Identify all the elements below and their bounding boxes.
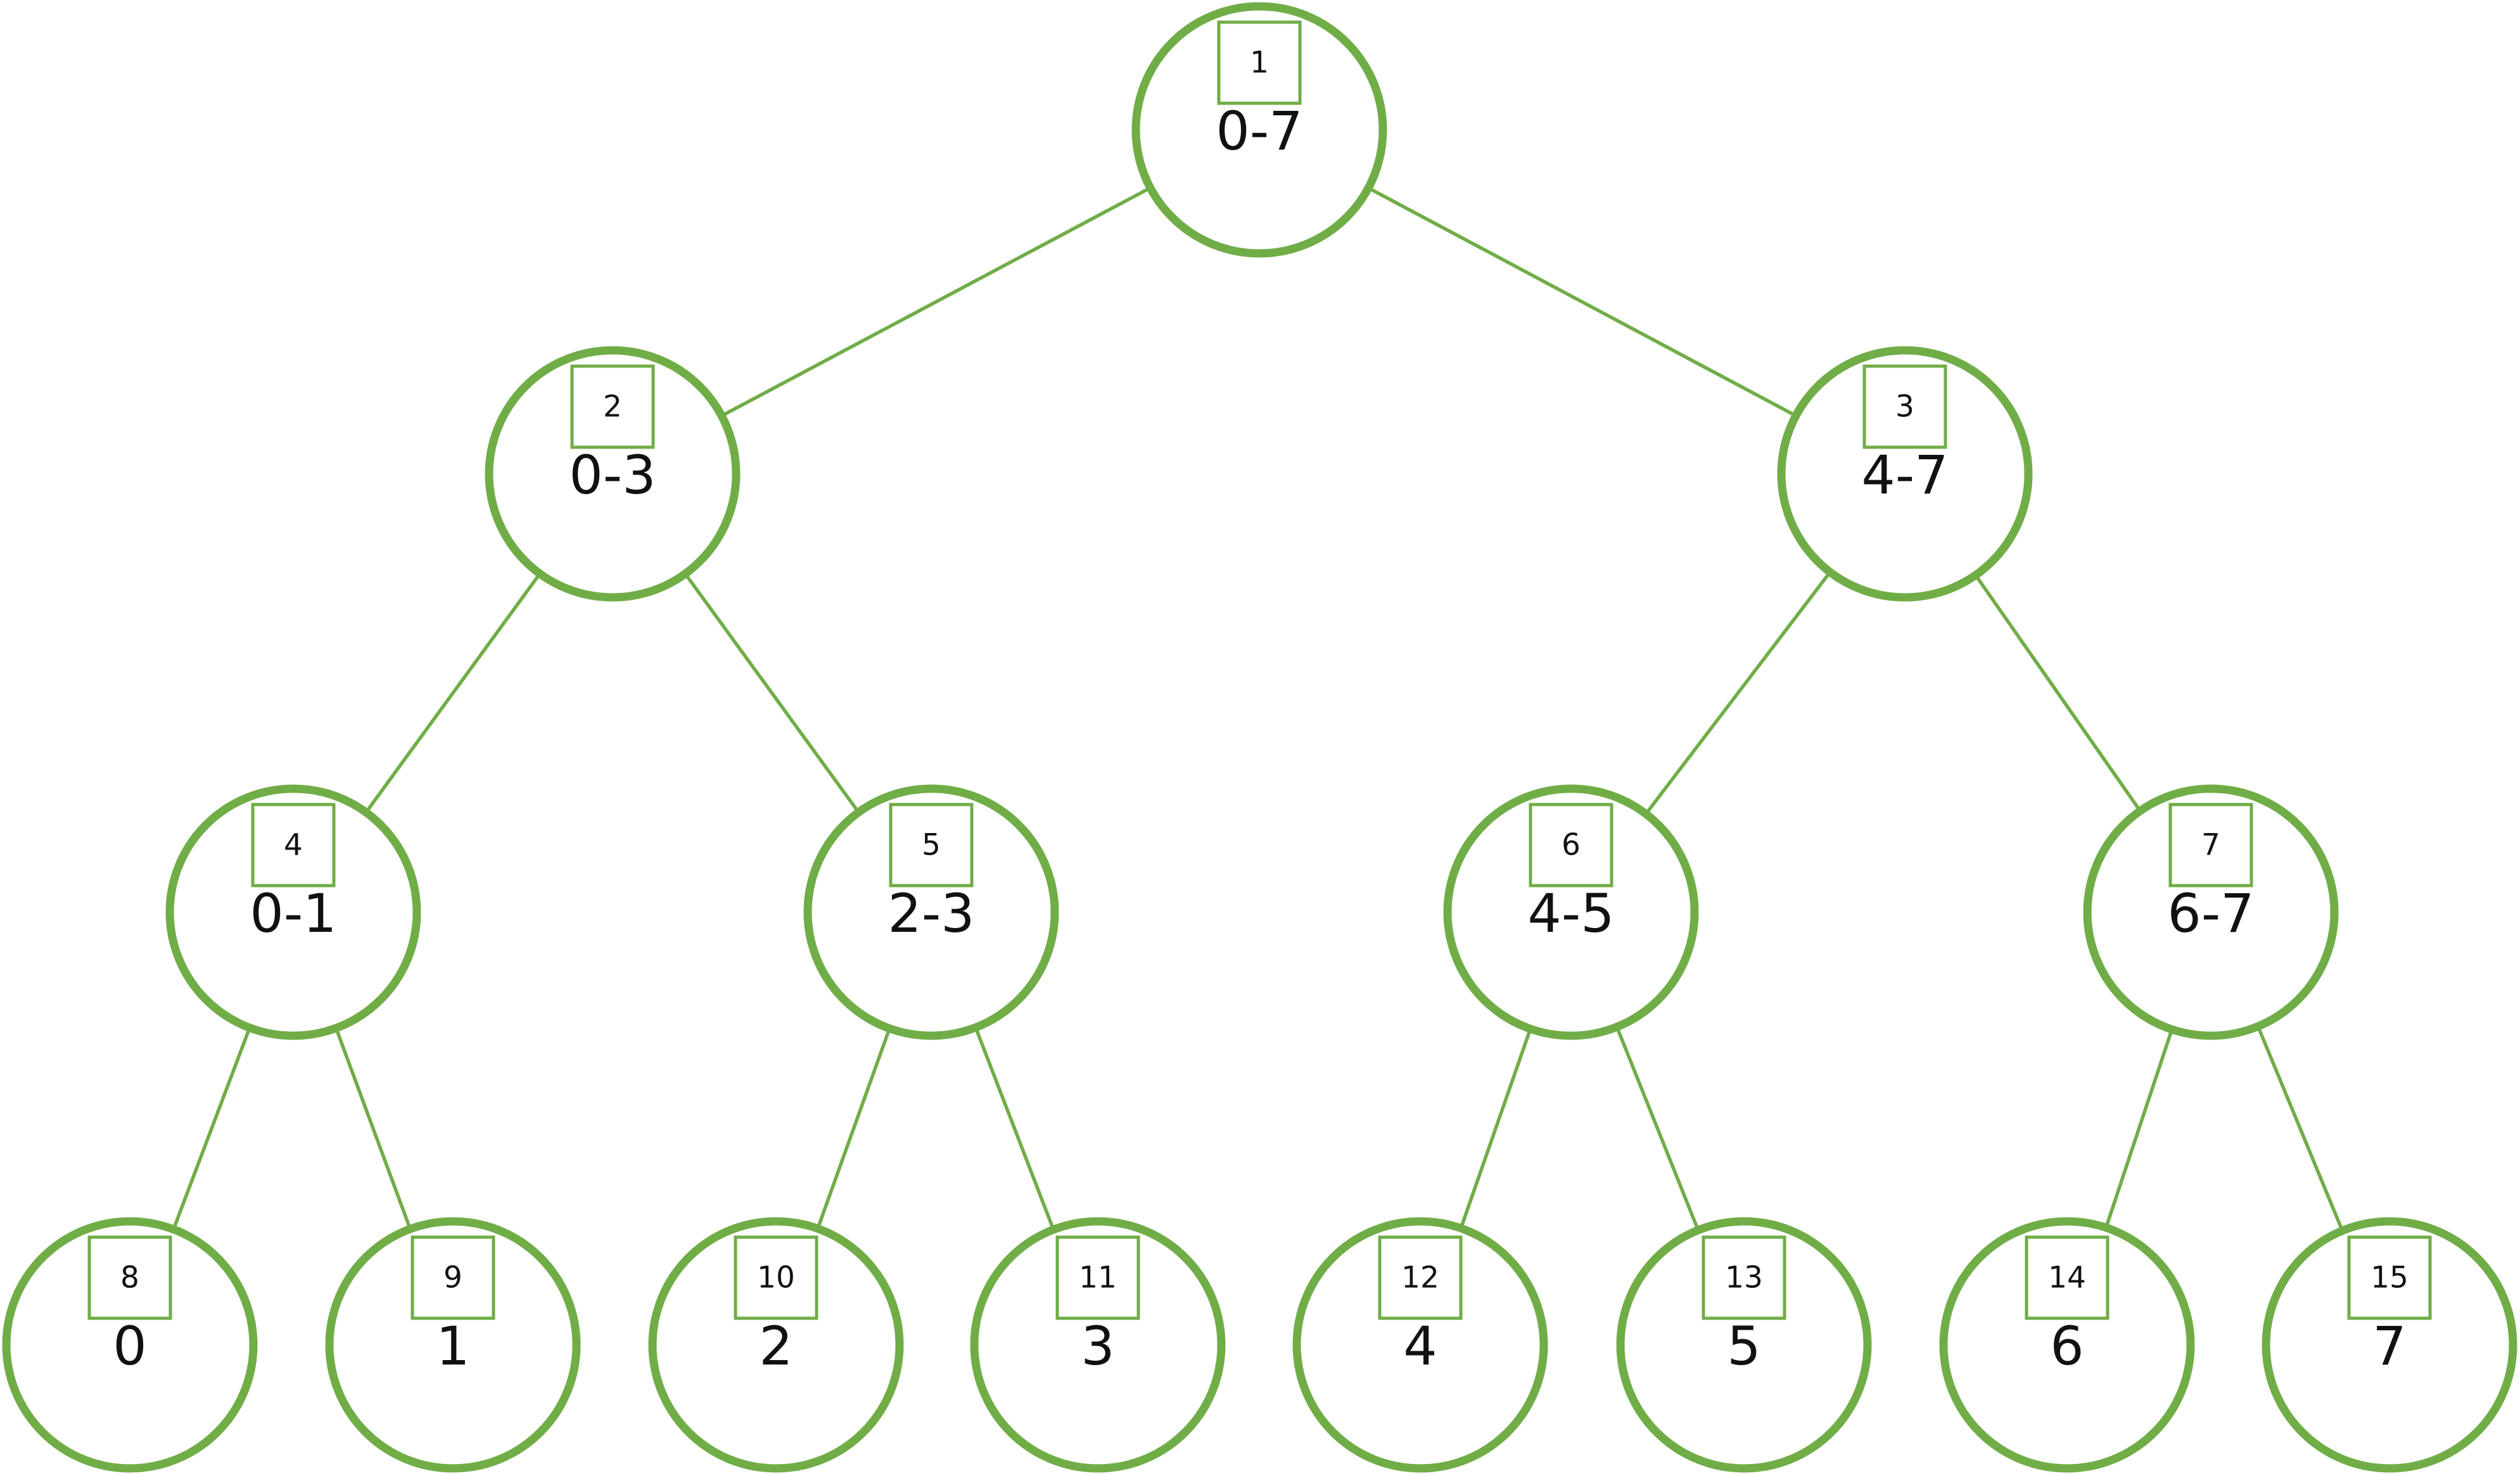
tree-node-8: 80	[2, 1217, 258, 1473]
tree-node-1: 1 0-7	[1131, 2, 1387, 258]
tree-node-3: 3 4-7	[1777, 346, 2033, 602]
tree-node-9: 91	[325, 1217, 581, 1473]
node-circle	[1443, 784, 1699, 1040]
node-index-box	[1378, 1235, 1463, 1320]
node-circle	[803, 784, 1059, 1040]
node-circle	[485, 346, 741, 602]
node-circle	[2, 1217, 258, 1473]
tree-node-4: 4 0-1	[165, 784, 421, 1040]
node-circle	[1131, 2, 1387, 258]
node-range-label: 0	[113, 1315, 146, 1377]
node-index-box	[251, 803, 336, 888]
node-circle	[970, 1217, 1226, 1473]
node-index-label: 8	[120, 1261, 139, 1295]
node-index-label: 12	[1401, 1261, 1439, 1295]
node-range-label: 4-7	[1861, 444, 1948, 506]
node-index-label: 1	[1250, 46, 1269, 80]
tree-node-7: 7 6-7	[2083, 784, 2339, 1040]
tree-node-10: 10 2	[648, 1217, 904, 1473]
node-circle	[2083, 784, 2339, 1040]
tree-node-5: 5 2-3	[803, 784, 1059, 1040]
node-circle	[1616, 1217, 1872, 1473]
node-index-box	[2025, 1235, 2110, 1320]
node-index-box	[2168, 803, 2253, 888]
tree-edges	[128, 128, 2391, 1347]
node-index-label: 2	[603, 390, 622, 424]
node-range-label: 2-3	[888, 882, 974, 945]
node-index-box	[734, 1235, 818, 1320]
node-index-label: 7	[2201, 828, 2220, 863]
node-circle	[1777, 346, 2033, 602]
node-range-label: 0-1	[250, 882, 336, 945]
node-circle	[325, 1217, 581, 1473]
node-range-label: 6	[2050, 1315, 2084, 1377]
node-circle	[2262, 1217, 2517, 1473]
node-circle	[1939, 1217, 2195, 1473]
node-index-label: 14	[2048, 1261, 2086, 1295]
node-index-label: 5	[922, 828, 941, 863]
node-range-label: 5	[1727, 1315, 1760, 1377]
tree-node-12: 12 4	[1292, 1217, 1548, 1473]
node-index-label: 4	[284, 828, 303, 863]
node-index-box	[889, 803, 974, 888]
node-index-box	[1055, 1235, 1140, 1320]
node-index-box	[410, 1235, 495, 1320]
node-index-label: 3	[1895, 390, 1914, 424]
tree-node-6: 6 4-5	[1443, 784, 1699, 1040]
node-circle	[648, 1217, 904, 1473]
tree-node-13: 13 5	[1616, 1217, 1872, 1473]
node-index-box	[2347, 1235, 2432, 1320]
node-range-label: 4	[1403, 1315, 1437, 1377]
tree-node-2: 2 0-3	[485, 346, 741, 602]
node-circle	[1292, 1217, 1548, 1473]
node-range-label: 0-3	[569, 444, 656, 506]
node-index-label: 9	[443, 1261, 462, 1295]
node-range-label: 4-5	[1527, 882, 1614, 945]
tree-node-15: 15 7	[2262, 1217, 2517, 1473]
node-index-label: 15	[2370, 1261, 2409, 1295]
node-index-label: 10	[757, 1261, 795, 1295]
node-index-label: 13	[1725, 1261, 1763, 1295]
node-range-label: 1	[436, 1315, 469, 1377]
node-circle	[165, 784, 421, 1040]
node-range-label: 6-7	[2167, 882, 2254, 945]
node-index-box	[1862, 364, 1947, 449]
node-index-box	[1702, 1235, 1786, 1320]
node-range-label: 7	[2372, 1315, 2406, 1377]
node-index-label: 11	[1079, 1261, 1117, 1295]
node-index-box	[1217, 20, 1302, 105]
node-index-label: 6	[1562, 828, 1581, 863]
node-range-label: 3	[1081, 1315, 1114, 1377]
node-index-box	[570, 364, 655, 449]
tree-node-11: 11 3	[970, 1217, 1226, 1473]
tree-node-14: 14 6	[1939, 1217, 2195, 1473]
node-index-box	[87, 1235, 172, 1320]
node-range-label: 0-7	[1216, 100, 1302, 162]
node-index-box	[1529, 803, 1613, 888]
node-range-label: 2	[759, 1315, 792, 1377]
